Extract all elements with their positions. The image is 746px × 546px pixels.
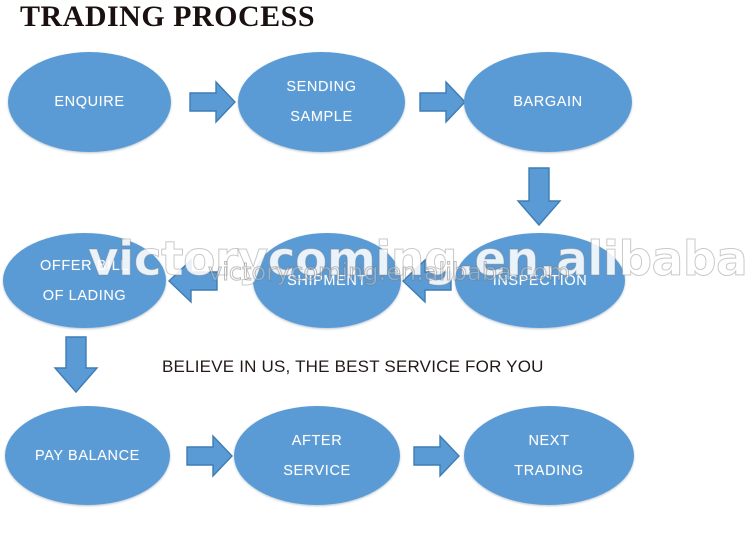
arrow-sending-sample-to-bargain [419, 80, 466, 124]
node-label: INSPECTION [492, 272, 588, 289]
node-label: NEXT [528, 432, 570, 449]
process-node-next-trading[interactable]: NEXT TRADING [464, 406, 634, 505]
node-label: SERVICE [283, 462, 351, 479]
process-node-enquire[interactable]: ENQUIRE [8, 52, 171, 152]
node-label: SAMPLE [290, 109, 353, 125]
node-label: ENQUIRE [54, 94, 125, 110]
arrow-shipment-to-offer-bill-of-lading [167, 258, 218, 304]
node-label: OF LADING [42, 287, 127, 304]
process-node-sending-sample[interactable]: SENDING SAMPLE [238, 52, 405, 152]
process-node-shipment[interactable]: SHIPMENT [253, 233, 401, 328]
arrow-after-service-to-next-trading [413, 434, 460, 478]
arrow-enquire-to-sending-sample [189, 80, 236, 124]
node-label: SENDING [286, 79, 357, 95]
process-node-offer-bill-of-lading[interactable]: OFFER BILL OF LADING [3, 233, 166, 328]
arrow-offer-bill-of-lading-to-pay-balance [53, 336, 101, 394]
process-node-bargain[interactable]: BARGAIN [464, 52, 632, 152]
arrow-inspection-to-shipment [401, 258, 452, 304]
page-title: TRADING PROCESS [20, 0, 316, 33]
node-label: PAY BALANCE [35, 447, 140, 464]
arrow-bargain-to-inspection [516, 167, 564, 227]
arrow-pay-balance-to-after-service [186, 434, 233, 478]
node-label: TRADING [514, 462, 584, 479]
tagline-text: BELIEVE IN US, THE BEST SERVICE FOR YOU [162, 357, 544, 376]
node-label: AFTER [291, 432, 343, 449]
node-label: OFFER BILL [40, 257, 129, 274]
process-node-after-service[interactable]: AFTER SERVICE [234, 406, 400, 505]
node-label: SHIPMENT [287, 272, 367, 289]
process-node-inspection[interactable]: INSPECTION [455, 233, 625, 328]
node-label: BARGAIN [513, 94, 583, 110]
process-node-pay-balance[interactable]: PAY BALANCE [5, 406, 170, 505]
